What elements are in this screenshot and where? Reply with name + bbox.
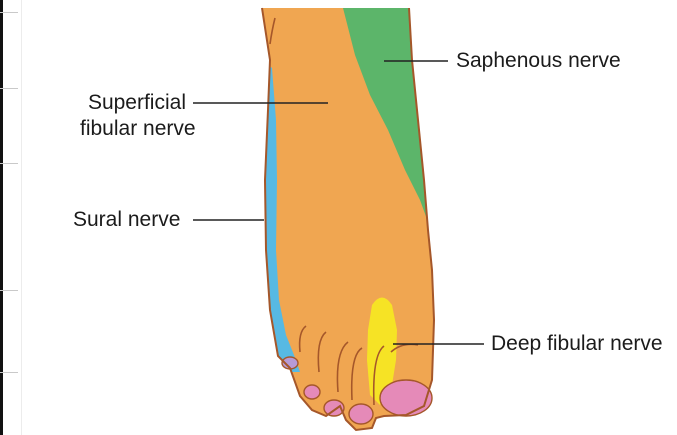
toenail-big [380,380,432,416]
label-sural-nerve: Sural nerve [73,207,180,233]
toenail-second [349,404,373,424]
label-superficial-line2: fibular nerve [80,116,186,142]
label-superficial-fibular-nerve: Superficial fibular nerve [80,90,186,142]
label-deep-fibular-nerve: Deep fibular nerve [491,331,663,357]
label-saphenous-nerve: Saphenous nerve [456,48,621,74]
label-superficial-line1: Superficial [80,90,186,116]
toenail-fourth [304,385,320,399]
